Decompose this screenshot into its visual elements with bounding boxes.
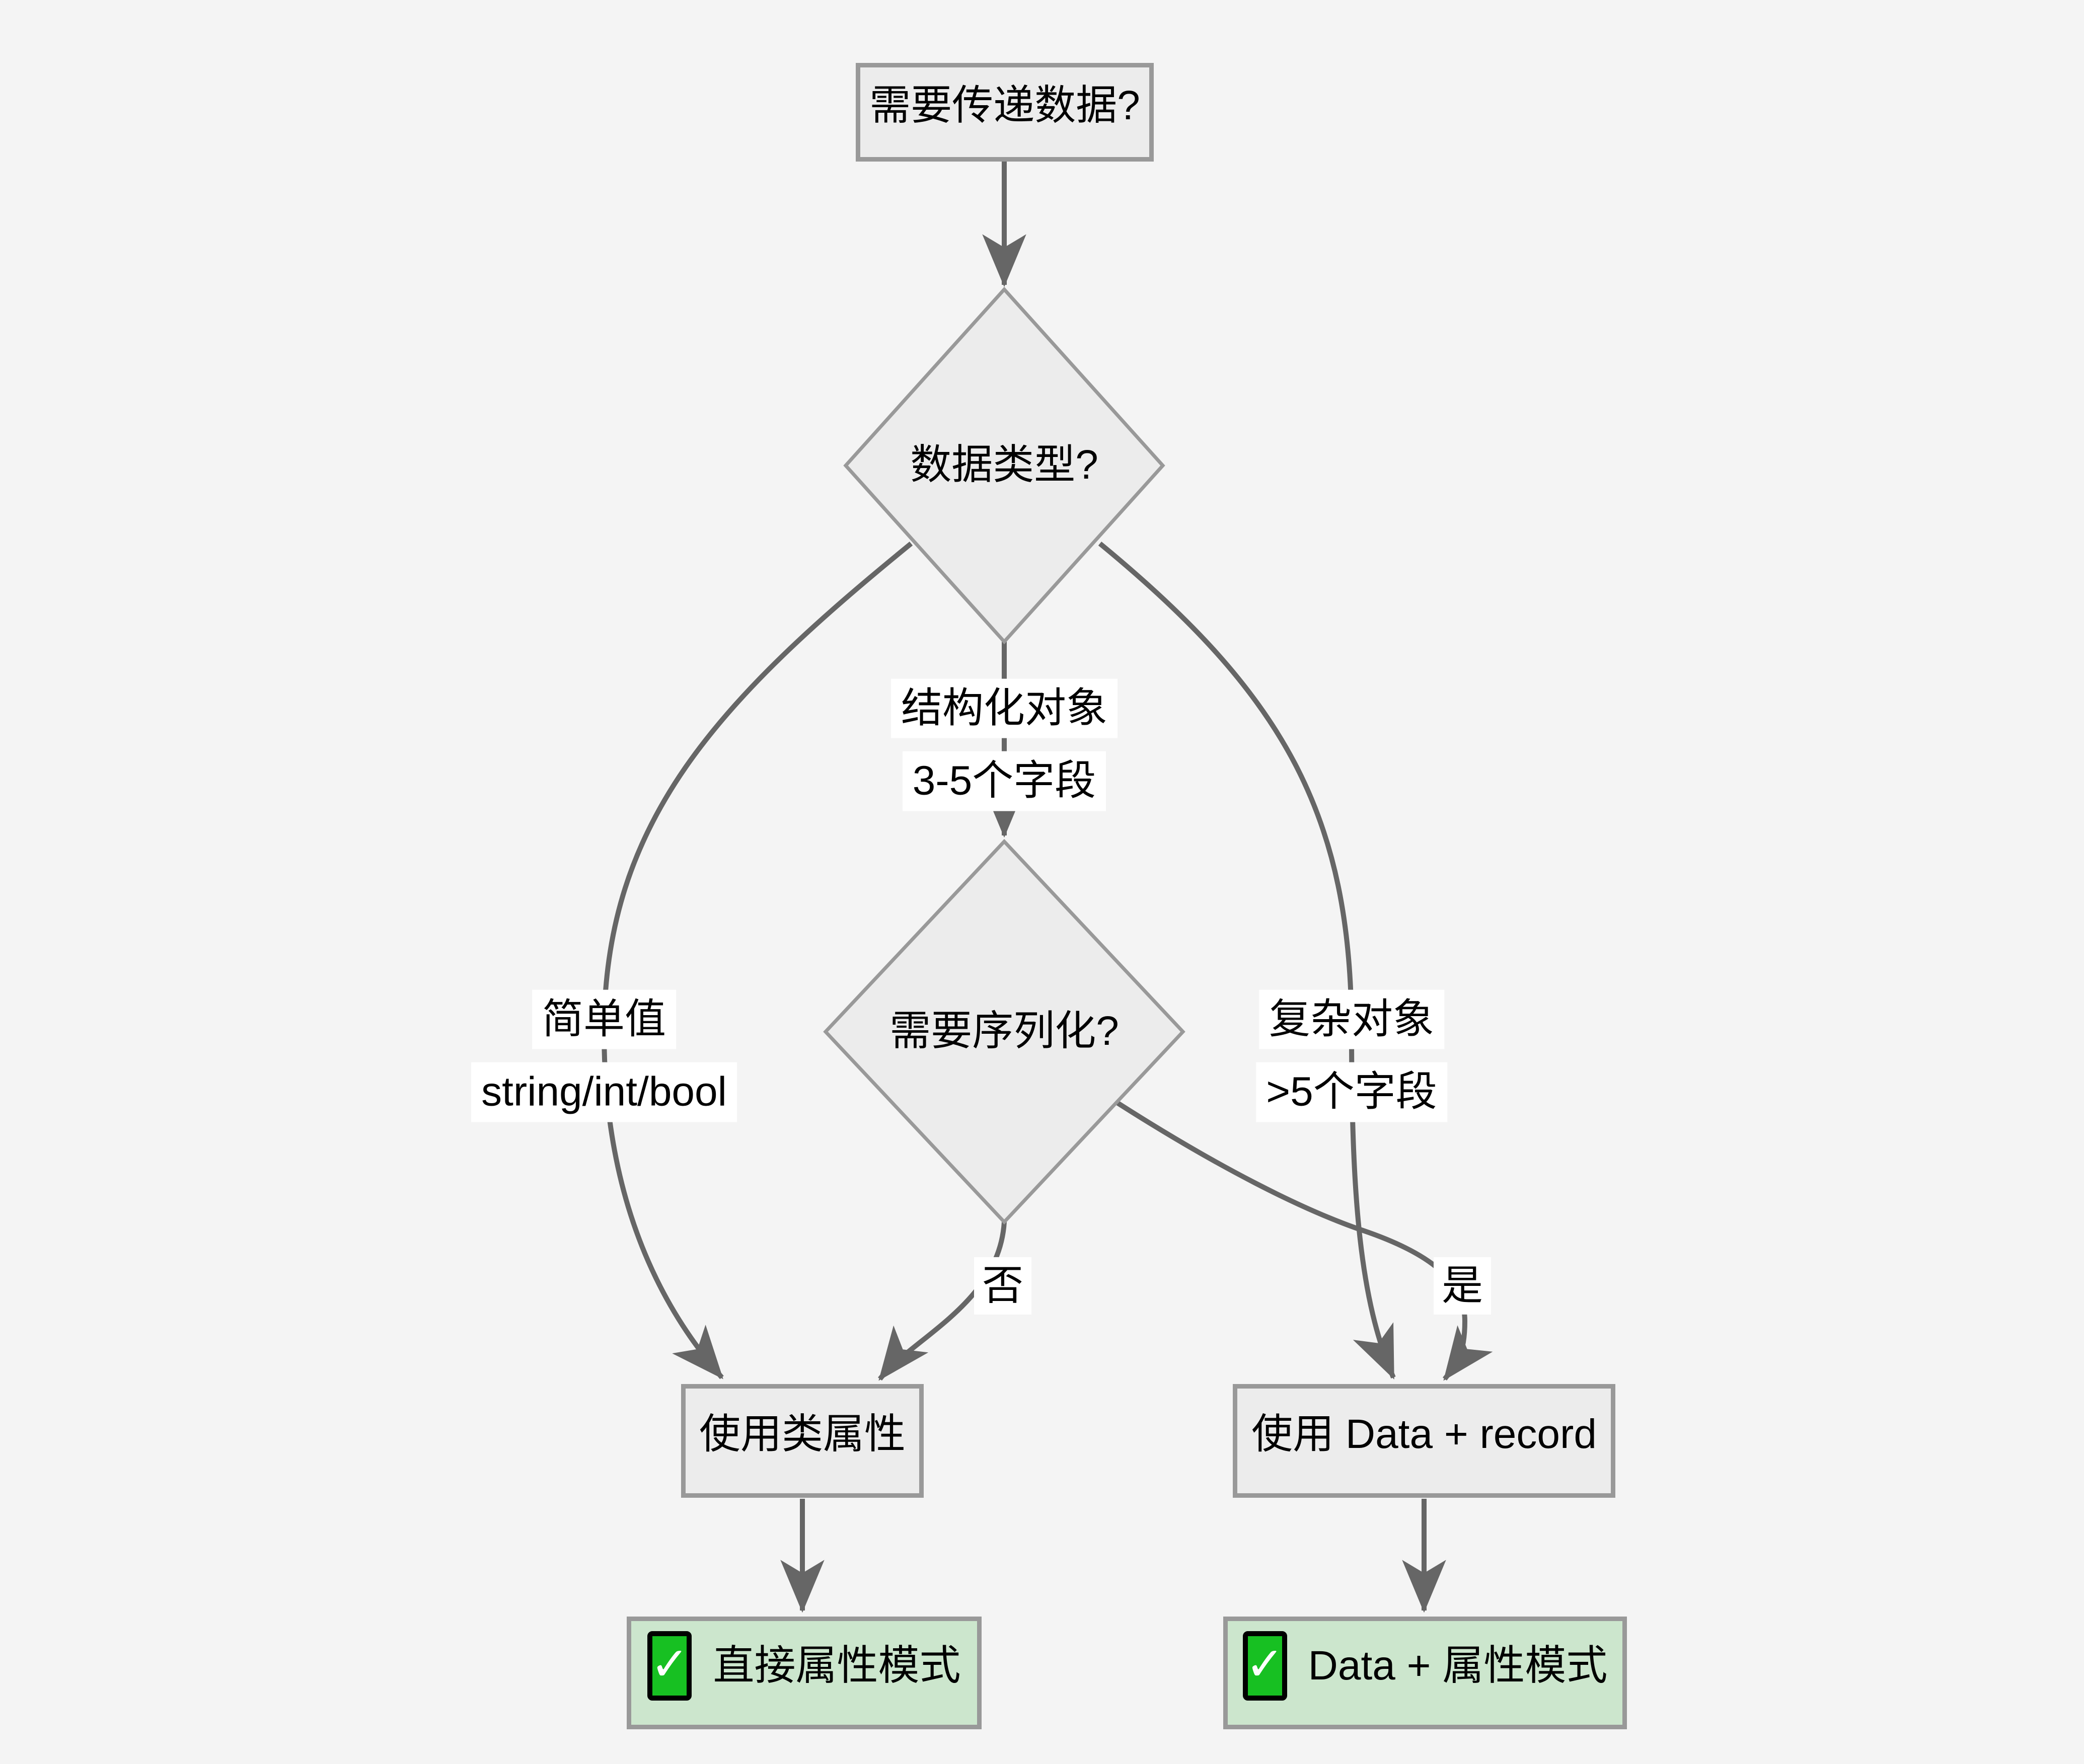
node-result-data-label: Data + 属性模式 <box>1308 1642 1608 1689</box>
edge-label-structured-line1: 结构化对象 <box>890 678 1118 738</box>
edge-serialize-datarecord-yes <box>1111 1097 1493 1381</box>
check-icon: ✓ <box>647 1631 692 1701</box>
edge-label-complex-line2: >5个字段 <box>1256 1062 1447 1122</box>
edge-datatype-classattr-simple <box>601 542 913 1379</box>
edge-label-simple-line1: 简单值 <box>532 989 676 1049</box>
node-start-label: 需要传递数据? <box>869 82 1140 128</box>
decision-serialize-shape <box>823 838 1185 1225</box>
decision-datatype-shape <box>843 286 1165 645</box>
node-datatype-label: 数据类型? <box>910 441 1098 488</box>
edge-serialize-classattr-no <box>878 1221 1007 1381</box>
node-serialize-label: 需要序列化? <box>889 1008 1119 1054</box>
node-result-direct-label: 直接属性模式 <box>713 1642 961 1689</box>
check-icon: ✓ <box>1242 1631 1287 1701</box>
edge-label-yes: 是 <box>1433 1257 1492 1315</box>
node-data-record: 使用 Data + record <box>1233 1384 1615 1498</box>
edge-label-complex-line1: 复杂对象 <box>1258 989 1444 1049</box>
node-data-record-label: 使用 Data + record <box>1251 1411 1597 1457</box>
node-start: 需要传递数据? <box>856 63 1154 162</box>
node-result-direct-content: ✓ 直接属性模式 <box>647 1631 961 1701</box>
edge-label-simple-line2: string/int/bool <box>471 1062 737 1122</box>
edge-label-no: 否 <box>974 1257 1032 1315</box>
node-result-data-content: ✓ Data + 属性模式 <box>1242 1631 1608 1701</box>
node-result-direct: ✓ 直接属性模式 <box>627 1617 982 1729</box>
edge-datatype-datarecord-complex <box>1098 542 1396 1380</box>
node-class-attr: 使用类属性 <box>681 1384 924 1498</box>
edge-label-complex: 复杂对象 >5个字段 <box>1256 989 1447 1122</box>
edge-label-simple: 简单值 string/int/bool <box>471 989 737 1122</box>
edge-label-structured-line2: 3-5个字段 <box>902 751 1106 811</box>
edge-label-structured: 结构化对象 3-5个字段 <box>890 678 1118 811</box>
node-class-attr-label: 使用类属性 <box>699 1411 906 1457</box>
node-result-data: ✓ Data + 属性模式 <box>1223 1617 1627 1729</box>
